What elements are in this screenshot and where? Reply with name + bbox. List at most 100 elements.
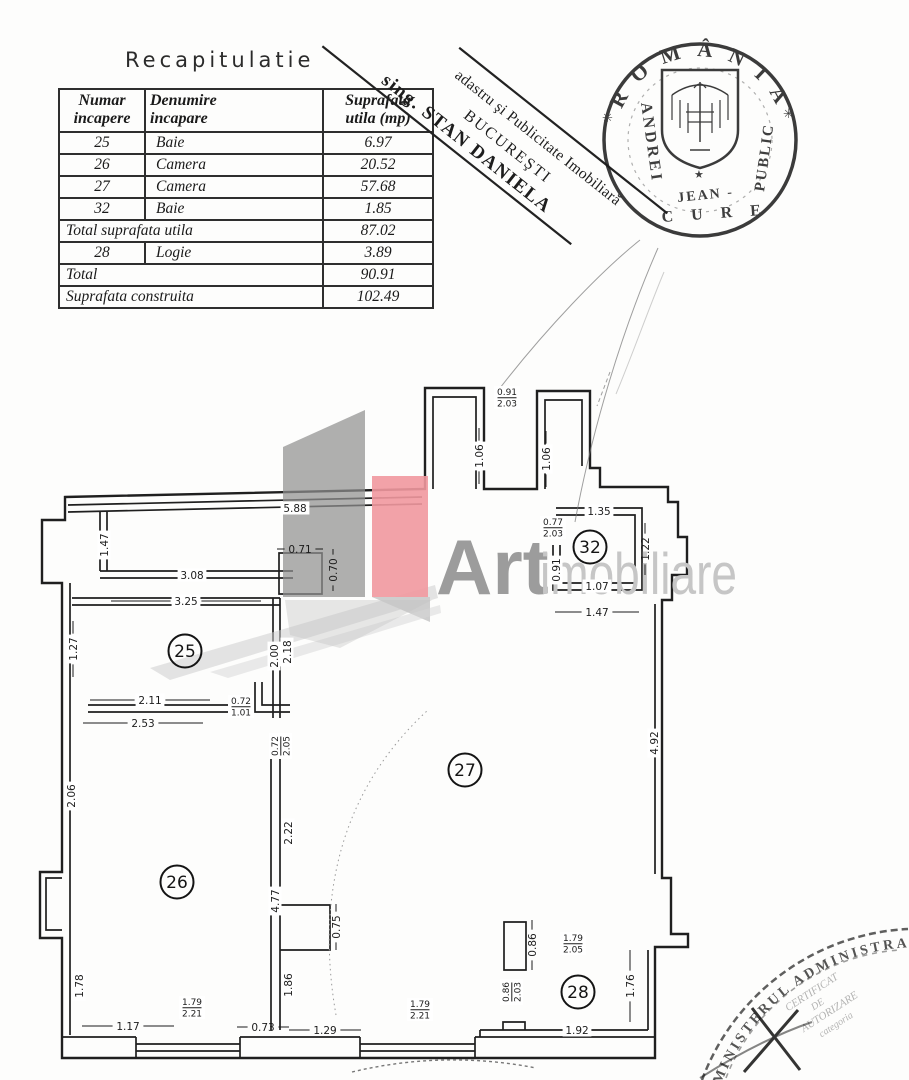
- dimension-label: 2.18: [280, 637, 294, 667]
- ministry-stamp-inner-arc: [725, 949, 900, 1079]
- dimension-label: 1.92: [562, 1023, 592, 1037]
- svg-text:1.79: 1.79: [410, 1000, 430, 1010]
- svg-text:0.72: 0.72: [271, 736, 281, 756]
- column-header-room-number: Numar incapere: [58, 88, 146, 133]
- svg-text:26: 26: [166, 873, 188, 893]
- dimension-label: 2.06: [64, 781, 78, 811]
- svg-text:2.03: 2.03: [543, 530, 563, 540]
- stamp-city-line: BUCUREŞTI: [460, 107, 554, 187]
- svg-text:AUTORIZARE: AUTORIZARE: [798, 989, 860, 1035]
- svg-text:2.05: 2.05: [563, 946, 583, 956]
- dimension-label: 5.88: [280, 501, 310, 515]
- svg-text:2.18: 2.18: [282, 640, 294, 663]
- table-cell: Total: [58, 262, 324, 287]
- svg-text:4.92: 4.92: [649, 731, 661, 754]
- table-cell: 6.97: [322, 130, 434, 155]
- dimension-label: 4.92: [647, 728, 661, 758]
- ministry-cross-marks: [699, 1007, 813, 1079]
- stamp-border-line-top: [458, 46, 669, 215]
- svg-text:2.03: 2.03: [514, 982, 524, 1002]
- room-number-badge: 25: [167, 633, 203, 669]
- inner-wall-faces: [45, 396, 656, 1058]
- stamp-outer-circle: [602, 42, 798, 238]
- svg-text:0.71: 0.71: [288, 544, 311, 556]
- watermark-swoosh-2: [210, 605, 441, 678]
- svg-text:1.92: 1.92: [565, 1025, 588, 1037]
- table-cell: 90.91: [322, 262, 434, 287]
- svg-text:1.06: 1.06: [474, 444, 486, 468]
- svg-text:25: 25: [174, 642, 196, 662]
- table-cell: 25: [58, 130, 146, 155]
- table-cell: Logie: [144, 240, 324, 265]
- dimension-label: 1.07: [582, 579, 612, 593]
- svg-text:1.47: 1.47: [99, 533, 111, 556]
- room-number-badge: 32: [572, 529, 608, 565]
- svg-text:3.25: 3.25: [174, 596, 197, 608]
- svg-text:1.22: 1.22: [640, 537, 652, 560]
- svg-text:1.79: 1.79: [563, 934, 583, 944]
- svg-text:2.21: 2.21: [410, 1012, 430, 1022]
- svg-text:categoria: categoria: [817, 1010, 855, 1040]
- svg-text:0.91: 0.91: [497, 388, 517, 398]
- svg-text:2.11: 2.11: [138, 695, 161, 707]
- svg-text:2.00: 2.00: [269, 644, 281, 667]
- stamp-word-public: PUBLIC: [752, 122, 777, 192]
- table-cell: 3.89: [322, 240, 434, 265]
- dimension-label: 3.08: [177, 568, 207, 582]
- table-cell: Camera: [144, 174, 324, 199]
- stamp-asterisk-right: ✳: [783, 106, 794, 121]
- svg-text:CERTIFICAT: CERTIFICAT: [783, 970, 841, 1014]
- svg-text:32: 32: [579, 538, 601, 558]
- stamp-office-line: adastru şi Publicitate Imobiliară: [451, 67, 624, 209]
- table-cell: 26: [58, 152, 146, 177]
- dimension-labels-layer: 5.88 0.71 3.08 3.25 2.11 2.53 1.35 1.07 1.47 1.17…: [64, 428, 661, 1037]
- svg-text:1.01: 1.01: [231, 709, 251, 719]
- stamp-city-bottom: C U R E: [661, 202, 768, 226]
- svg-text:2.06: 2.06: [66, 784, 78, 808]
- round-notary-stamp: R O M Â N I A ANDREI PUBLIC ★ JEAN - C U…: [602, 37, 798, 238]
- dimension-label: 3.25: [111, 594, 261, 608]
- dimension-label: 0.75: [331, 904, 343, 950]
- svg-text:1.79: 1.79: [182, 998, 202, 1008]
- table-cell: 87.02: [322, 218, 434, 243]
- svg-text:0.70: 0.70: [328, 558, 340, 581]
- dimension-label: 1.06: [472, 428, 486, 484]
- table-cell: 28: [58, 240, 146, 265]
- dimension-label: 1.17: [82, 1021, 174, 1033]
- table-cell: 102.49: [322, 284, 434, 309]
- watermark-word-art: Art: [436, 523, 549, 611]
- dimension-label: 1.47: [555, 607, 639, 619]
- svg-text:5.88: 5.88: [283, 503, 306, 515]
- watermark-swoosh: [150, 585, 438, 680]
- dimension-label: 0.73: [237, 1022, 289, 1034]
- table-cell: 57.68: [322, 174, 434, 199]
- svg-text:1.35: 1.35: [587, 506, 610, 518]
- room-number-badge: 27: [447, 752, 483, 788]
- outer-wall-outline: [38, 386, 690, 1060]
- stamp-inner-circle: [627, 67, 773, 213]
- dimension-label: 1.78: [72, 971, 86, 1001]
- svg-text:0.86: 0.86: [527, 933, 539, 957]
- door-swing-arc: [328, 709, 429, 1016]
- dimension-fraction: 0.912.03: [494, 386, 520, 410]
- dimension-label: 1.76: [625, 950, 637, 1022]
- dimension-label: 2.53: [83, 718, 203, 730]
- pencil-arc: [351, 1059, 537, 1073]
- dimension-label: 0.86: [527, 920, 539, 970]
- svg-text:0.77: 0.77: [543, 518, 563, 528]
- watermark-word-imobiliare: imobiliare: [540, 542, 737, 607]
- stamp-name-center: JEAN -: [677, 185, 735, 206]
- recapitulation-table: Numar incapere Denumire incapare Suprafa…: [58, 88, 434, 309]
- coat-of-arms: [660, 68, 740, 170]
- svg-text:1.17: 1.17: [116, 1021, 139, 1033]
- dimension-label: 1.06: [539, 431, 553, 487]
- watermark-pink-block: [372, 476, 428, 597]
